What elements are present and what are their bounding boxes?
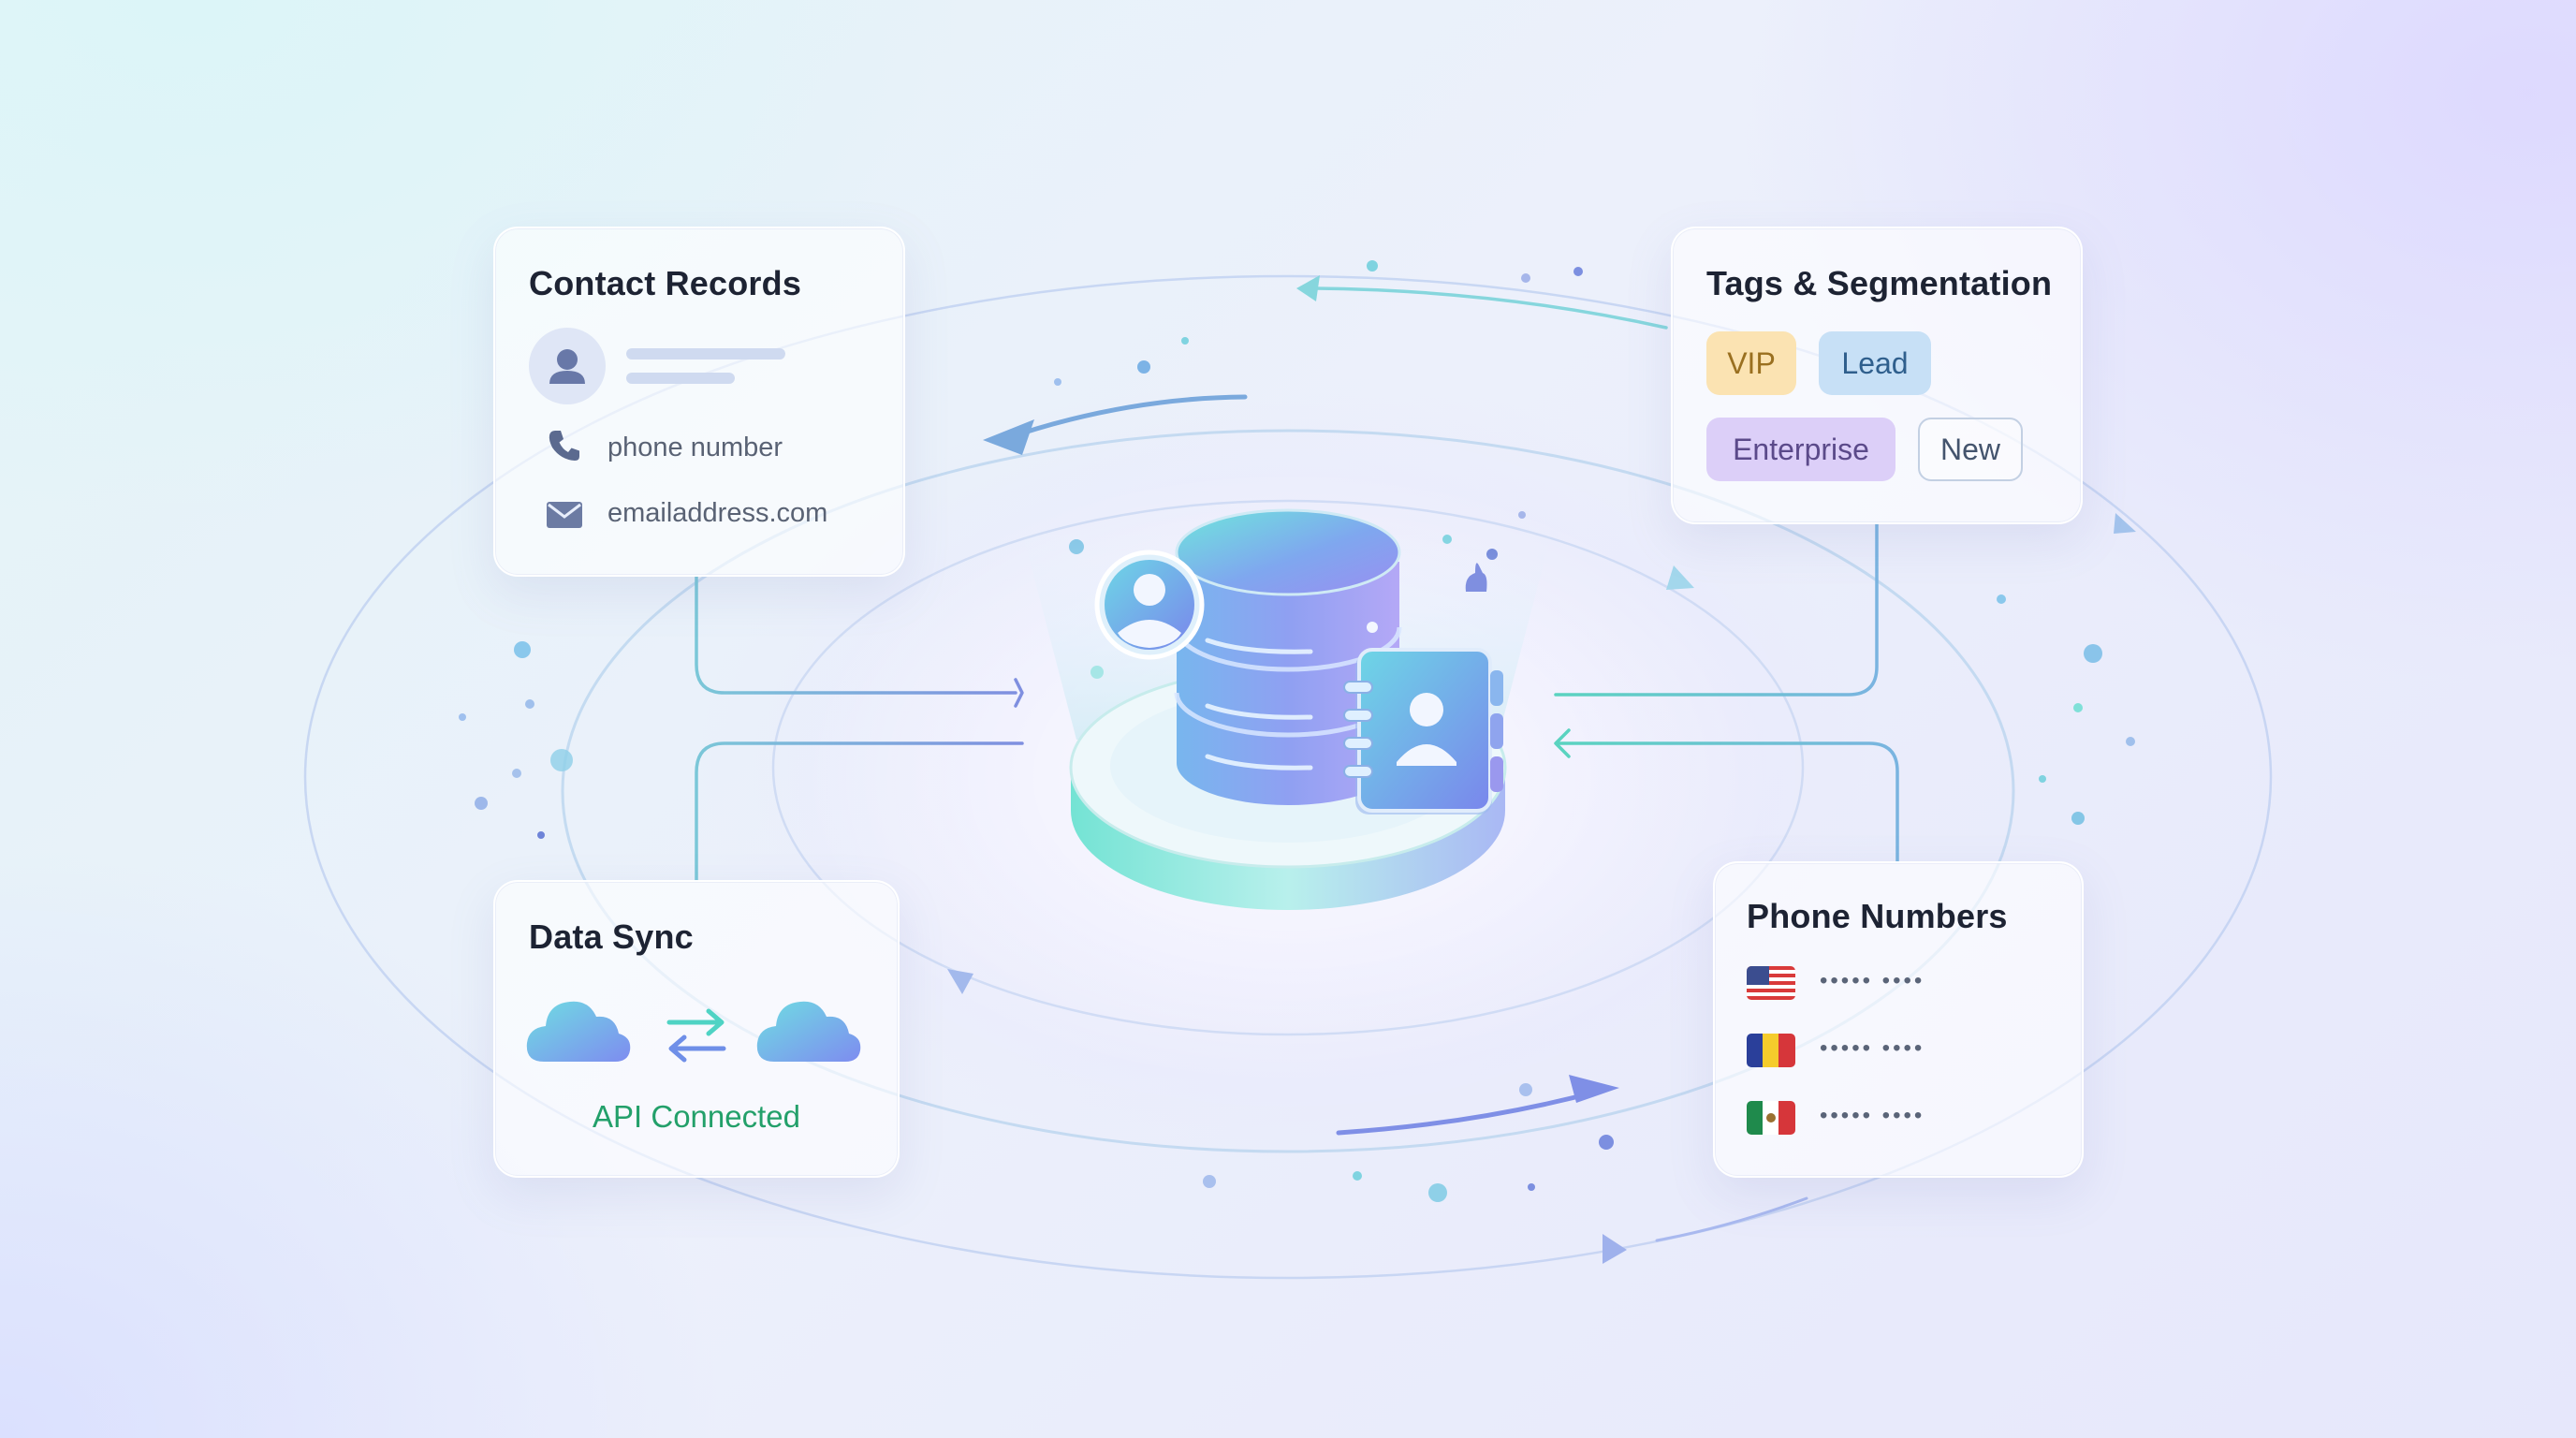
tags-segmentation-card: Tags & Segmentation VIP Lead Enterprise …: [1671, 227, 2083, 524]
arrowhead-upper-left: [983, 419, 1034, 455]
tag-enterprise[interactable]: Enterprise: [1706, 418, 1895, 481]
connector-contact: [695, 575, 1017, 695]
mail-icon: [546, 496, 583, 534]
orbit-outer: [303, 274, 2273, 1280]
arrowhead-right-inner: [1666, 565, 1694, 590]
phone-numbers-title: Phone Numbers: [1747, 897, 2008, 935]
tags-title: Tags & Segmentation: [1706, 264, 2053, 302]
orbit-rings: [303, 274, 2273, 1280]
masked-phone-number: ••••• ••••: [1820, 968, 1925, 993]
arrowhead-lower-right: [1569, 1075, 1619, 1103]
connector-phones: [1558, 741, 1899, 863]
phone-numbers-card: Phone Numbers ••••• •••• ••••• •••• ••••…: [1713, 861, 2084, 1178]
arrowhead-right-outer: [2114, 513, 2136, 534]
arrowhead-lower-left: [947, 969, 973, 994]
sync-arrows-icon: [666, 1008, 726, 1063]
user-badge-icon: [1094, 550, 1205, 660]
name-placeholder-line: [626, 348, 785, 360]
masked-phone-number: ••••• ••••: [1820, 1103, 1925, 1128]
connector-sync: [695, 741, 1024, 882]
ro-flag-icon: [1747, 1034, 1795, 1067]
api-status: API Connected: [593, 1099, 800, 1134]
orbit-arrows: [999, 286, 1808, 1242]
arrowhead-top: [1296, 275, 1320, 301]
cloud-icon: [756, 1001, 861, 1062]
orbit-inner: [771, 499, 1805, 1036]
connector-tags: [1554, 522, 1879, 697]
connectors: [695, 522, 1899, 882]
tag-new[interactable]: New: [1918, 418, 2023, 481]
email-address-label: emailaddress.com: [607, 498, 828, 528]
orbit-middle: [561, 429, 2015, 1153]
data-sync-title: Data Sync: [529, 917, 694, 956]
arc-upper-left: [999, 394, 1248, 443]
cloud-icon: [526, 1001, 631, 1062]
phone-number-label: phone number: [607, 433, 783, 462]
arrowhead-bottom: [1603, 1234, 1627, 1264]
tag-lead[interactable]: Lead: [1819, 331, 1931, 395]
pin-icon: [1465, 563, 1487, 592]
arc-bottom-right: [1655, 1196, 1808, 1242]
connector-contact-arrow: [1014, 678, 1024, 708]
us-flag-icon: [1747, 966, 1795, 1000]
data-sync-card: Data Sync API Connected: [493, 880, 900, 1178]
sync-illustration: [526, 1001, 861, 1063]
phone-icon: [546, 427, 583, 464]
connector-phones-arrow: [1554, 728, 1571, 758]
arc-top: [1313, 286, 1668, 330]
tag-vip[interactable]: VIP: [1706, 331, 1796, 395]
address-book-icon: [1343, 648, 1503, 814]
arrowheads: [947, 275, 2136, 1264]
mx-flag-icon: [1747, 1101, 1795, 1135]
detail-placeholder-line: [626, 373, 735, 384]
user-icon: [529, 328, 606, 404]
contact-records-card: Contact Records phone number emailaddres…: [493, 227, 905, 577]
arc-lower-right: [1336, 1088, 1603, 1136]
masked-phone-number: ••••• ••••: [1820, 1035, 1925, 1061]
contact-records-title: Contact Records: [529, 264, 802, 302]
